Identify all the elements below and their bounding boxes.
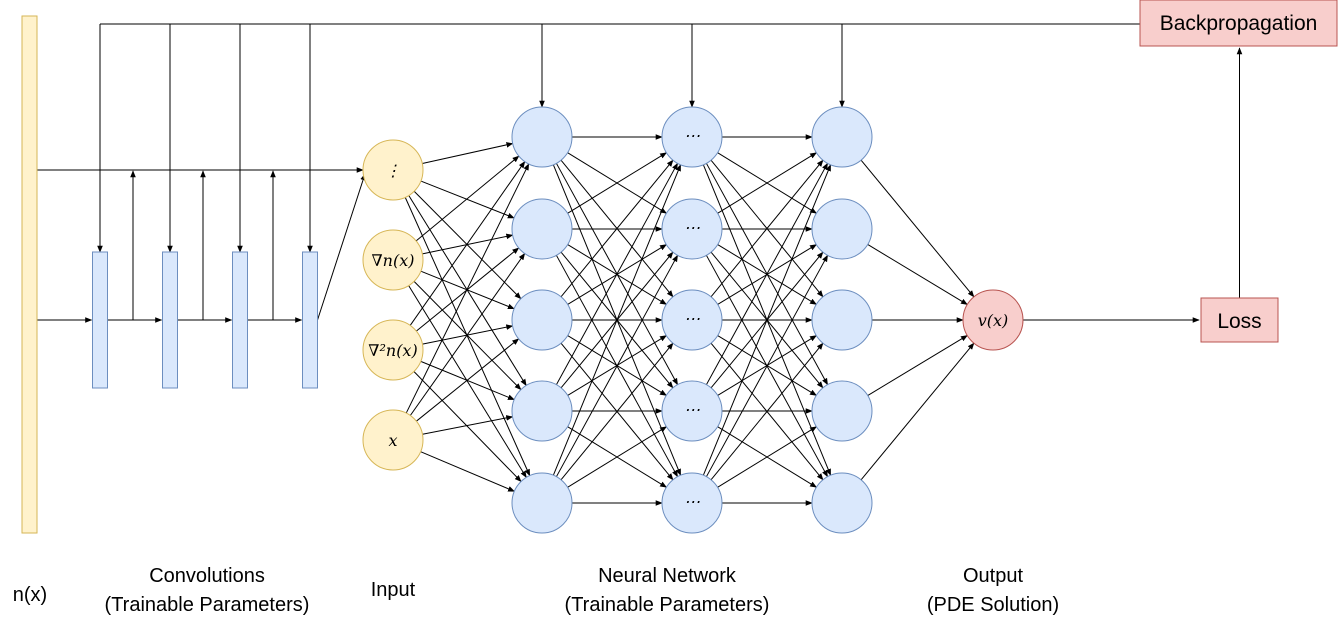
hidden-node — [811, 380, 873, 442]
input-to-hidden-edge — [413, 371, 522, 483]
hidden-to-hidden-edge — [710, 342, 824, 481]
loss-label: Loss — [1217, 310, 1261, 333]
conv-to-input-arrow — [317, 173, 366, 321]
input-to-hidden-edge — [405, 163, 530, 414]
backpropagation-label: Backpropagation — [1160, 12, 1318, 35]
output-sublabel: (PDE Solution) — [927, 594, 1059, 616]
hidden-node — [511, 380, 573, 442]
input-node: ∇²n(x) — [362, 319, 424, 381]
input-to-hidden-edge — [409, 161, 526, 326]
neural-network-sublabel: (Trainable Parameters) — [565, 594, 770, 616]
hidden-to-output-edge — [860, 159, 975, 298]
input-node-label: x — [388, 431, 397, 450]
hidden-to-output-edge — [867, 335, 968, 396]
input-layer: ⋮ ∇n(x) ∇²n(x) x — [362, 139, 424, 471]
input-label: Input — [371, 579, 416, 601]
input-node-label: ⋮ — [385, 161, 401, 180]
output-node: v(x) — [962, 289, 1024, 351]
hidden-to-hidden-edge — [555, 162, 679, 385]
convolutions-label: Convolutions — [149, 565, 265, 587]
neural-network-label: Neural Network — [598, 565, 737, 587]
hidden-node: ⋯ — [661, 289, 723, 351]
hidden-to-hidden-edge — [705, 254, 829, 477]
input-to-hidden-edge — [404, 197, 531, 477]
hidden-node-label: ⋯ — [684, 218, 700, 237]
input-node: x — [362, 409, 424, 471]
hidden-node-label: ⋯ — [684, 126, 700, 145]
hidden-node — [811, 106, 873, 168]
hidden-node-label: ⋯ — [684, 492, 700, 511]
hidden-node — [511, 198, 573, 260]
input-node-label: ∇²n(x) — [368, 341, 417, 360]
hidden-to-hidden-edge — [560, 159, 674, 298]
hidden-to-hidden-edge — [567, 152, 668, 214]
hidden-node — [511, 106, 573, 168]
hidden-to-hidden-edge — [717, 152, 818, 214]
input-to-hidden-edge — [422, 415, 514, 435]
hidden-node — [811, 198, 873, 260]
hidden-node — [511, 472, 573, 534]
convolution-blocks — [92, 251, 318, 389]
hidden-node — [511, 289, 573, 351]
nx-input-bar — [21, 15, 38, 534]
hidden-layers: ⋯ ⋯ ⋯ ⋯ ⋯ — [511, 106, 873, 534]
hidden-node: ⋯ — [661, 380, 723, 442]
input-to-hidden-edge — [416, 338, 520, 422]
output-label: Output — [963, 565, 1023, 587]
convolution-block — [302, 251, 318, 389]
input-to-hidden-edge — [420, 451, 516, 492]
input-to-hidden-edge — [420, 180, 515, 219]
hidden-node — [811, 289, 873, 351]
hidden-node — [811, 472, 873, 534]
hidden-to-hidden-edge — [717, 426, 818, 488]
convolution-block — [92, 251, 108, 389]
input-to-hidden-edge — [408, 285, 527, 479]
loss-box: Loss — [1200, 297, 1279, 343]
hidden-to-output-edge — [867, 244, 968, 305]
input-node: ⋮ — [362, 139, 424, 201]
convolutions-sublabel: (Trainable Parameters) — [105, 594, 310, 616]
hidden-to-hidden-edge — [702, 164, 832, 476]
hidden-node-label: ⋯ — [684, 400, 700, 419]
input-to-hidden-edge — [409, 252, 526, 416]
hidden-to-hidden-edge — [567, 426, 668, 488]
hidden-to-hidden-edge — [705, 162, 829, 385]
hidden-to-output-edge — [860, 342, 975, 481]
input-node: ∇n(x) — [362, 229, 424, 291]
convolution-block — [232, 251, 248, 389]
input-to-hidden-edge — [422, 233, 514, 255]
output-node-label: v(x) — [978, 311, 1009, 330]
hidden-node-label: ⋯ — [684, 309, 700, 328]
connection-edges — [37, 23, 1243, 506]
hidden-to-hidden-edge — [710, 159, 824, 298]
backpropagation-box: Backpropagation — [1139, 0, 1338, 47]
hidden-node: ⋯ — [661, 472, 723, 534]
hidden-to-hidden-edge — [552, 164, 682, 476]
hidden-to-hidden-edge — [555, 254, 679, 477]
input-node-label: ∇n(x) — [372, 251, 415, 270]
input-to-hidden-edge — [415, 155, 520, 242]
input-to-hidden-edge — [422, 142, 514, 165]
hidden-node: ⋯ — [661, 106, 723, 168]
nx-label: n(x) — [13, 584, 47, 606]
hidden-node: ⋯ — [661, 198, 723, 260]
hidden-to-hidden-edge — [560, 342, 674, 481]
convolution-block — [162, 251, 178, 389]
